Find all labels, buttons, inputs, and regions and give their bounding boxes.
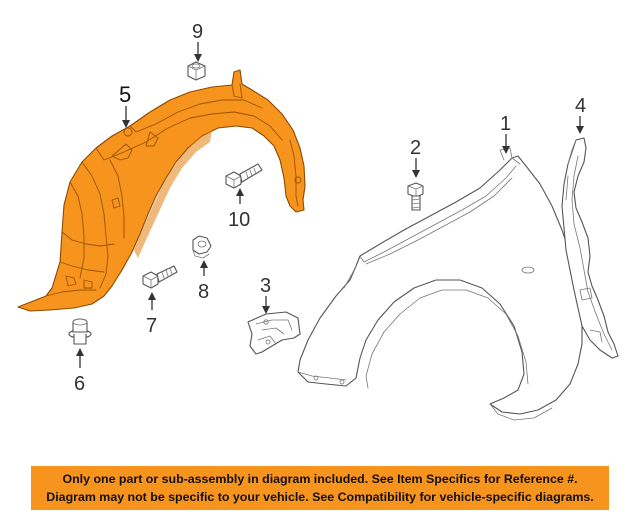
callout-1: 1 [500, 113, 511, 135]
callout-9: 9 [192, 21, 203, 43]
callout-4: 4 [575, 95, 586, 117]
liner-nut [187, 61, 206, 81]
fender [297, 147, 583, 421]
callout-labels: 1 2 3 4 5 6 7 8 9 10 [74, 21, 586, 395]
callout-5: 5 [119, 82, 131, 107]
disclaimer-line-2: Diagram may not be specific to your vehi… [46, 490, 594, 504]
parts-diagram: 1 2 3 4 5 6 7 8 9 10 [17, 21, 619, 421]
disclaimer-banner: Only one part or sub-assembly in diagram… [31, 466, 609, 510]
fender-insulator [561, 137, 619, 359]
liner-clip [68, 318, 92, 345]
callout-10: 10 [228, 209, 250, 231]
callout-6: 6 [74, 373, 85, 395]
callout-2: 2 [410, 137, 421, 159]
disclaimer-line-1: Only one part or sub-assembly in diagram… [62, 472, 578, 486]
callout-8: 8 [198, 281, 209, 303]
callout-3: 3 [260, 275, 271, 297]
liner-screw [142, 265, 178, 289]
fender-bracket [247, 311, 301, 355]
fender-liner [17, 69, 306, 312]
callout-7: 7 [146, 315, 157, 337]
liner-bolt [225, 163, 263, 189]
liner-grommet [192, 235, 212, 259]
fender-bolt [407, 182, 424, 211]
callout-leaders [76, 42, 584, 368]
